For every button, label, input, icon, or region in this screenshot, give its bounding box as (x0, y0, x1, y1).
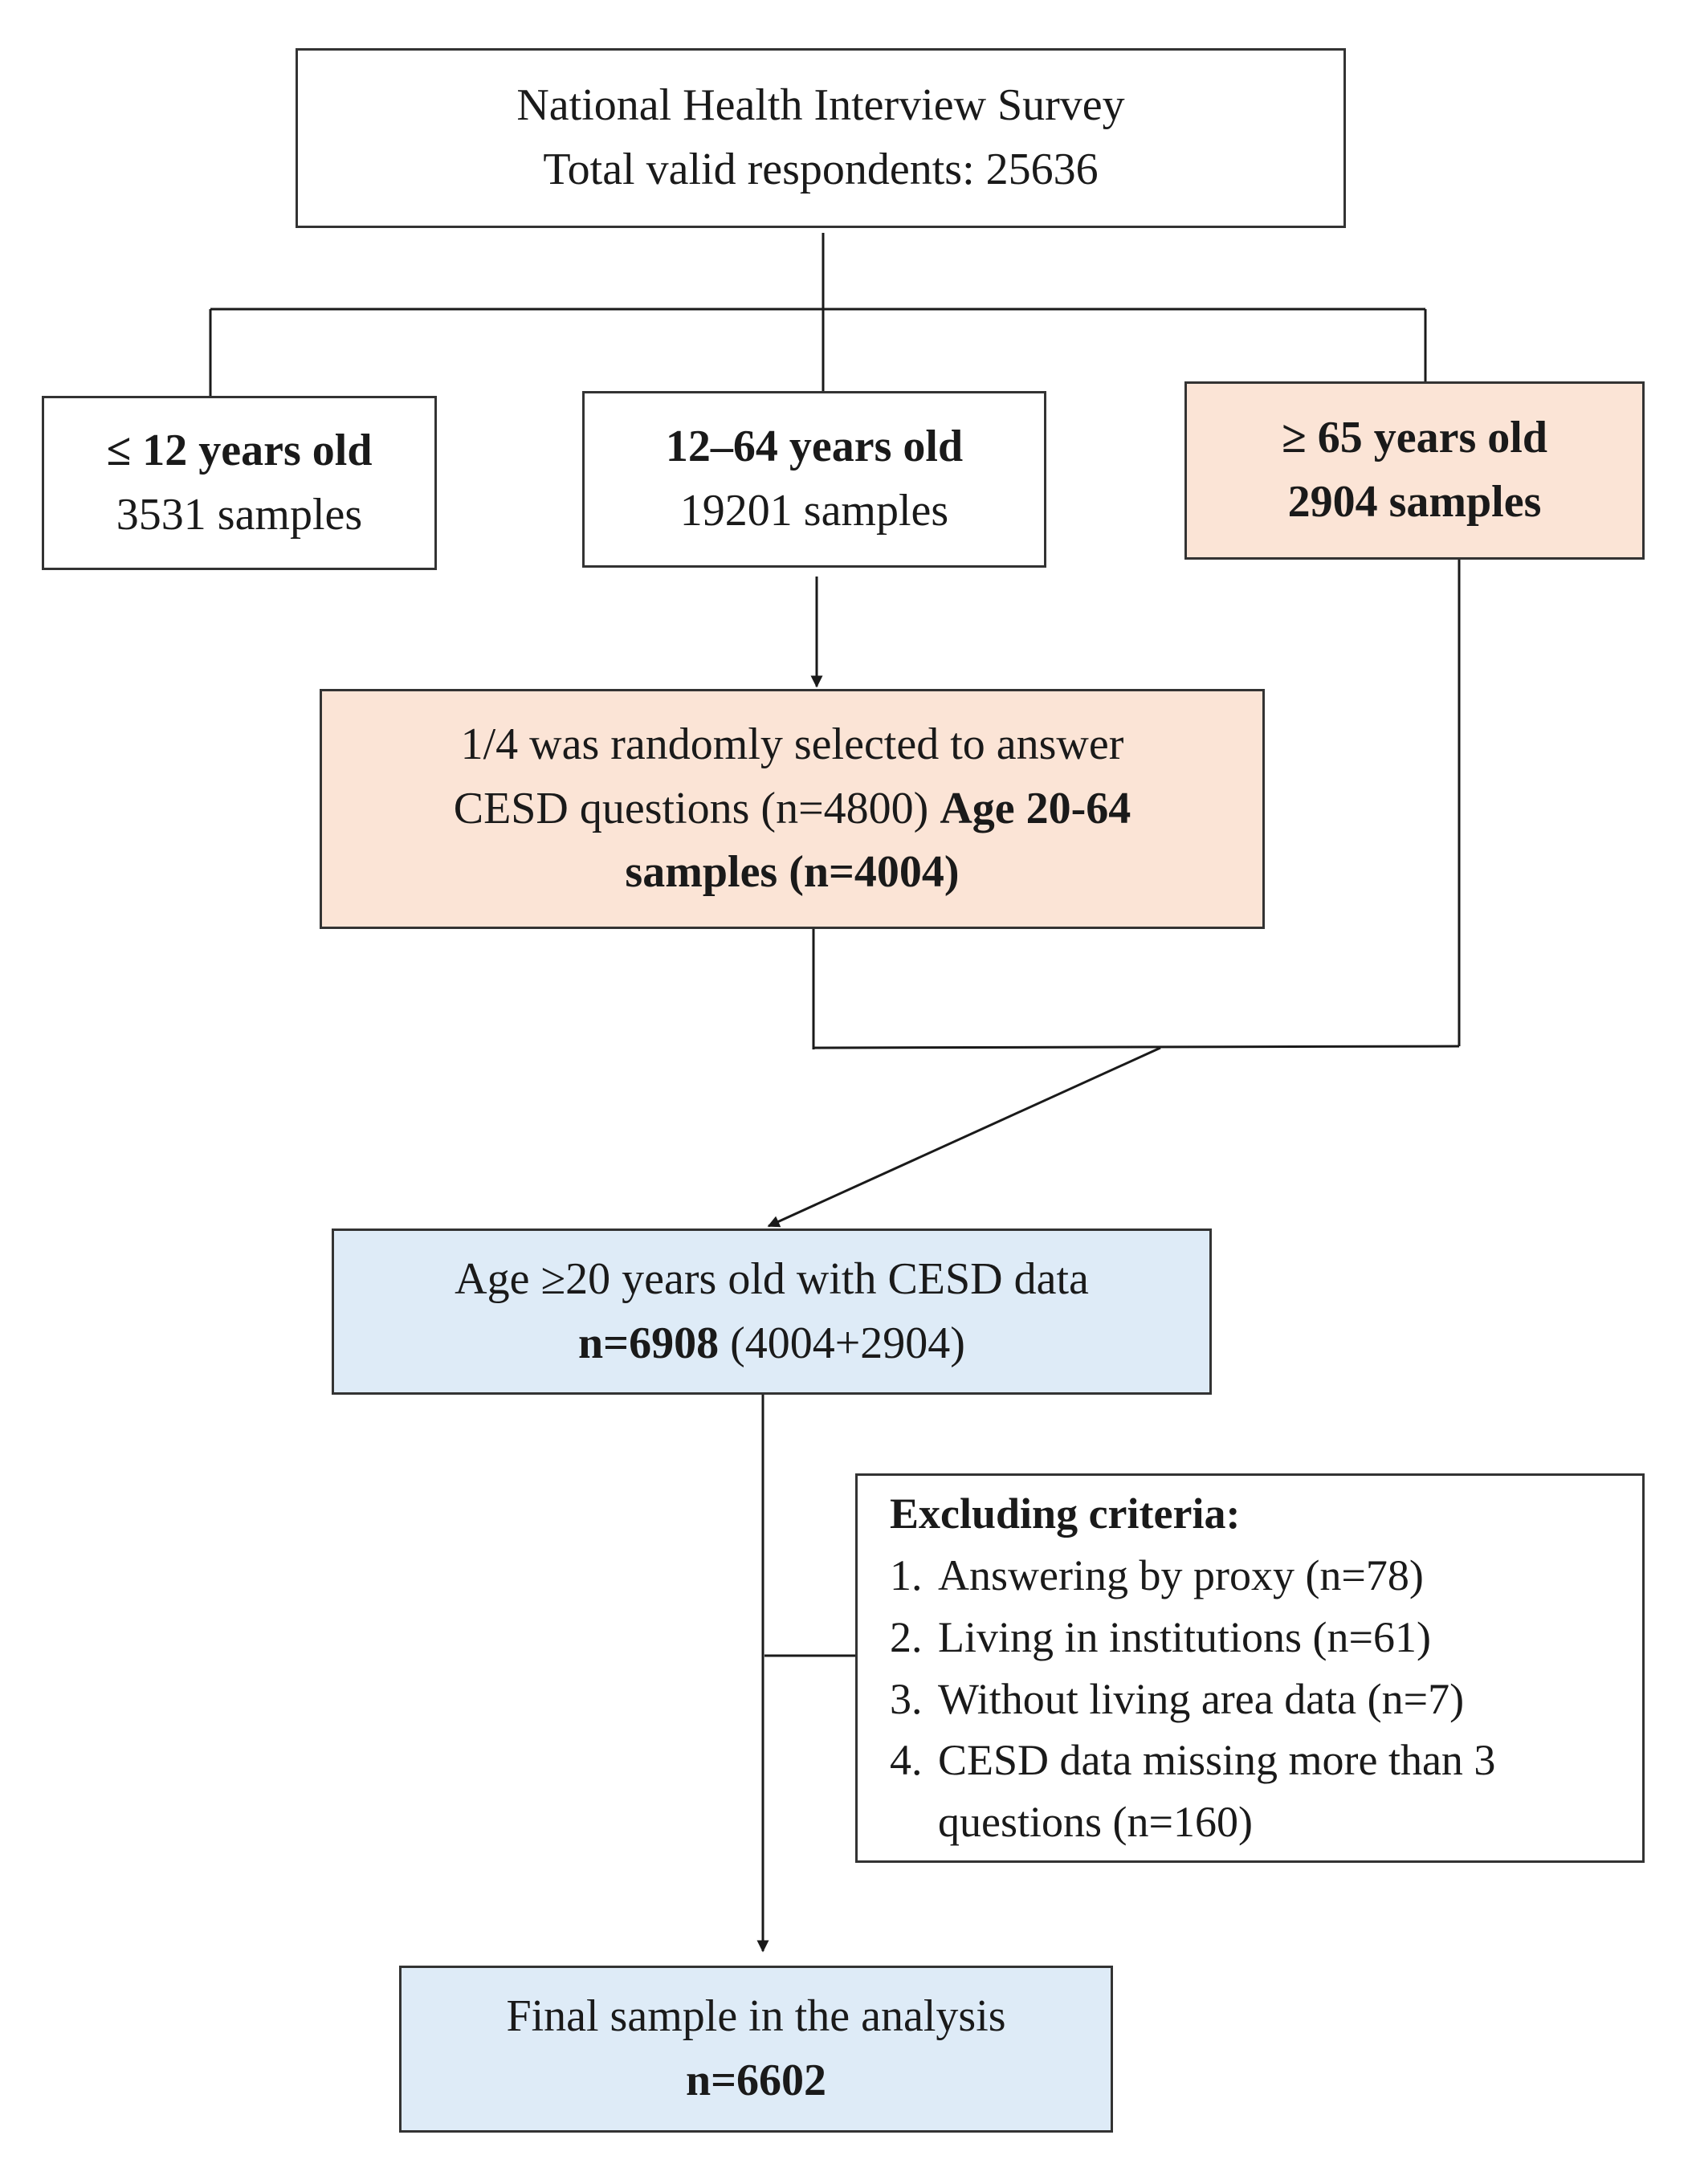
exclusion-item-continuation: questions (n=160) (938, 1797, 1253, 1846)
age-65-plus-count: 2904 samples (1287, 477, 1542, 527)
root-title: National Health Interview Survey (516, 80, 1125, 131)
age-12-64-box: 12–64 years old 19201 samples (582, 391, 1046, 568)
cesd-selection-age-range: Age 20-64 (940, 783, 1131, 833)
age-12-64-count: 19201 samples (679, 486, 949, 536)
combined-title: Age ≥20 years old with CESD data (455, 1253, 1089, 1304)
combined-cesd-box: Age ≥20 years old with CESD data n=6908 … (332, 1228, 1212, 1395)
root-box: National Health Interview Survey Total v… (296, 48, 1346, 228)
cesd-selection-sample: samples (n=4004) (625, 847, 960, 898)
arrow-merge-to-combined (767, 1046, 1161, 1228)
merge-bar-line (813, 1045, 1460, 1049)
cesd-selection-count: CESD questions (n=4800) (453, 783, 929, 833)
combined-n-detail: (4004+2904) (730, 1318, 965, 1368)
age-65-plus-label: ≥ 65 years old (1282, 413, 1547, 463)
age-65-plus-box: ≥ 65 years old 2904 samples (1184, 381, 1645, 560)
root-total: Total valid respondents: 25636 (543, 145, 1099, 194)
final-title: Final sample in the analysis (506, 1991, 1006, 2042)
exclusion-item: 1.Answering by proxy (n=78) (890, 1551, 1424, 1600)
combined-n-line: n=6908 (4004+2904) (578, 1312, 965, 1376)
final-n: n=6602 (685, 2056, 827, 2105)
under-12-box: ≤ 12 years old 3531 samples (42, 396, 437, 570)
exclusion-title: Excluding criteria: (890, 1489, 1241, 1538)
under-12-count: 3531 samples (116, 489, 363, 540)
under-12-label: ≤ 12 years old (106, 425, 373, 475)
final-sample-box: Final sample in the analysis n=6602 (399, 1966, 1113, 2133)
cesd-selection-line1: 1/4 was randomly selected to answer (460, 719, 1124, 770)
cesd-selection-line2: CESD questions (n=4800) Age 20-64 (454, 777, 1131, 841)
combined-n: n=6908 (578, 1318, 720, 1368)
exclusion-item: 4.CESD data missing more than 3 (890, 1736, 1496, 1785)
exclusion-criteria-box: Excluding criteria: 1.Answering by proxy… (855, 1473, 1645, 1863)
cesd-selection-box: 1/4 was randomly selected to answer CESD… (320, 689, 1265, 929)
exclusion-item: 2.Living in institutions (n=61) (890, 1612, 1431, 1661)
age-12-64-label: 12–64 years old (665, 422, 964, 472)
exclusion-item: 3.Without living area data (n=7) (890, 1674, 1465, 1723)
